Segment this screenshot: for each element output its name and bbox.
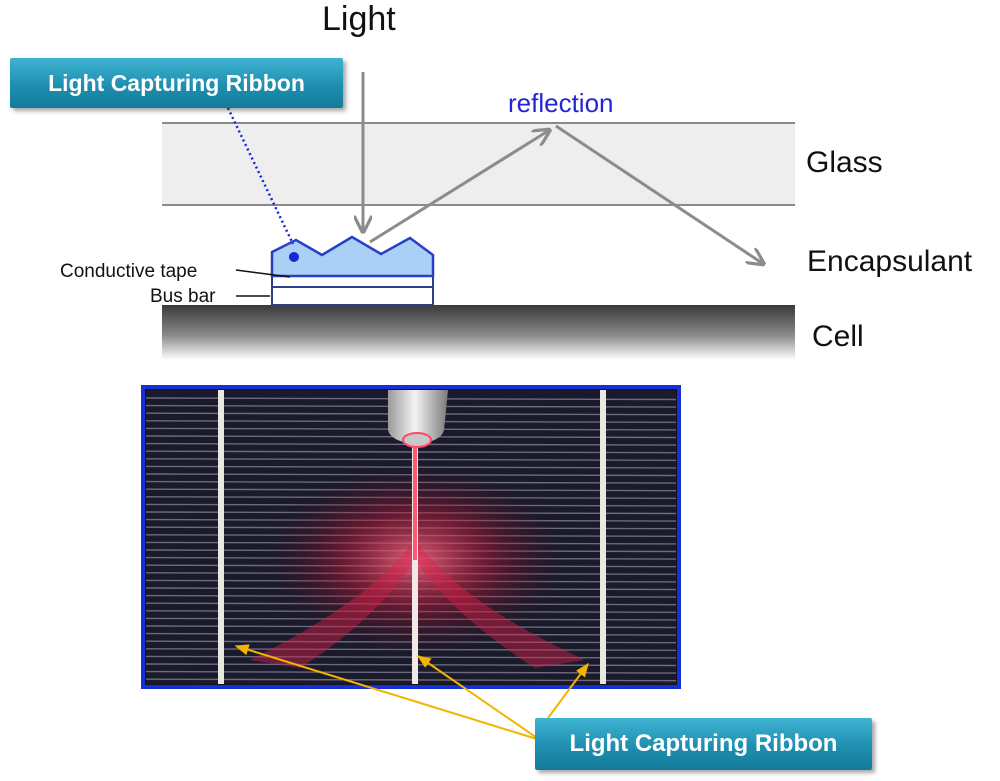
reflection-label: reflection (508, 88, 614, 118)
cell-finger-line (146, 678, 676, 682)
conductive-tape-leader (235, 269, 291, 278)
callout-line-center (416, 655, 541, 741)
encapsulant-label: Encapsulant (807, 245, 973, 278)
photo-ribbon-center (412, 440, 418, 684)
laser-nozzle-icon (388, 390, 448, 444)
light-capturing-ribbon-profile (270, 235, 435, 278)
laser-beam (413, 440, 417, 560)
cell-finger-line (146, 458, 676, 461)
reflected-light-arrow-up (369, 131, 548, 244)
cell-layer (162, 305, 795, 360)
callout-line-left (234, 644, 541, 741)
cell-finger-line (146, 450, 676, 454)
callout-line-right (547, 662, 589, 719)
ribbon-callout-dot (289, 252, 299, 262)
ribbon-callout-dotted-line (226, 107, 295, 245)
ribbon-tag-top: Light Capturing Ribbon (10, 58, 343, 108)
glass-label: Glass (806, 146, 883, 179)
bus-bar (271, 286, 434, 306)
conductive-tape (271, 275, 434, 288)
laser-test-photo (141, 385, 681, 689)
light-label: Light (322, 0, 396, 38)
glass-layer (162, 123, 795, 205)
photo-ribbon-right (600, 390, 606, 684)
laser-nozzle-tip (402, 432, 432, 448)
ribbon-tag-bottom: Light Capturing Ribbon (535, 718, 872, 770)
photo-ribbon-left (218, 390, 224, 684)
cell-label: Cell (812, 320, 864, 353)
laser-reflection-right (415, 540, 585, 668)
reflected-light-arrow-down (555, 124, 762, 263)
conductive-tape-label: Conductive tape (60, 261, 197, 282)
bus-bar-label: Bus bar (150, 286, 216, 307)
cell-finger-line (146, 655, 676, 659)
